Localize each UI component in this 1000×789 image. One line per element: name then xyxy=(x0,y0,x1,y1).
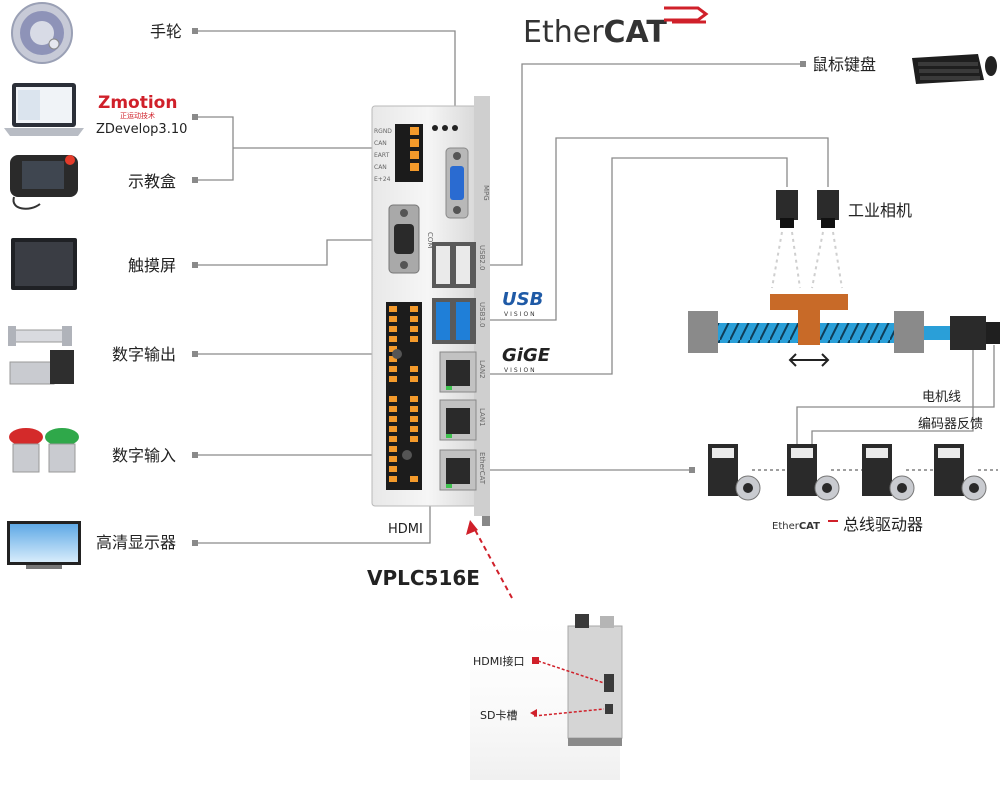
hdmi-label: HDMI xyxy=(388,522,423,537)
motor-cable-label: 电机线 xyxy=(922,390,961,405)
line-gige-camera xyxy=(478,157,788,375)
side-hdmi-port xyxy=(604,674,614,692)
servo-drive-1 xyxy=(708,444,761,501)
lan2-label: LAN2 xyxy=(478,360,486,379)
slider-motion-arrow xyxy=(788,353,830,367)
camera-field-of-view xyxy=(771,231,843,289)
line-encoder xyxy=(811,345,974,445)
servo-drive-4 xyxy=(934,444,987,501)
hdmi-port-marker xyxy=(532,657,539,664)
mpg-port xyxy=(445,147,469,219)
side-label-0: RGND xyxy=(374,128,392,135)
svg-text:EtherCAT: EtherCAT xyxy=(772,521,820,532)
encoder-feedback-label: 编码器反馈 xyxy=(918,417,983,432)
hdmi-port-label: HDMI接口 xyxy=(473,655,524,668)
industrial-camera-icon xyxy=(776,190,839,228)
usb-vision-sub: VISION xyxy=(504,311,537,318)
push-button-input-icon xyxy=(9,428,79,473)
status-led xyxy=(432,125,438,131)
mpg-port-label: MPG xyxy=(482,185,490,201)
side-label-3: CAN xyxy=(374,164,387,171)
hd-display-label: 高清显示器 xyxy=(96,533,176,552)
keyboard-icon xyxy=(912,54,984,84)
monitor-icon xyxy=(7,521,81,569)
controller-model: VPLC516E xyxy=(367,566,480,590)
line-touchscreen xyxy=(196,239,400,266)
gige-vision-logo: GiGE xyxy=(502,345,551,366)
usb30-label: USB3.0 xyxy=(478,302,486,328)
io-terminal-strip xyxy=(386,302,422,490)
connector-dots xyxy=(192,28,806,546)
ethercat-logo-prefix: Ether xyxy=(523,15,604,50)
side-sd-slot xyxy=(605,704,613,714)
bus-drive-label-group: EtherCAT 总线驱动器 xyxy=(772,515,923,534)
zdevelop-label: ZDevelop3.10 xyxy=(96,122,187,137)
usb20-label: USB2.0 xyxy=(478,245,486,271)
touchscreen-icon xyxy=(11,238,77,290)
controller-side-view xyxy=(470,600,623,780)
bus-drive-logo-b: CAT xyxy=(799,521,820,532)
com-port xyxy=(388,204,420,274)
usb30-port xyxy=(432,298,476,344)
svg-text:EtherCAT: EtherCAT xyxy=(523,15,667,50)
usb-vision-logo: USB xyxy=(502,289,543,310)
side-terminal-block xyxy=(395,124,423,182)
handwheel-label: 手轮 xyxy=(150,22,182,41)
laptop-icon xyxy=(4,83,84,136)
bus-drive-logo-a: Ether xyxy=(772,521,800,532)
side-label-4: E+24 xyxy=(374,176,391,183)
line-usb3-camera xyxy=(478,137,829,321)
handwheel-icon xyxy=(11,2,73,64)
status-led xyxy=(442,125,448,131)
digital-output-label: 数字输出 xyxy=(112,345,176,364)
status-led xyxy=(452,125,458,131)
line-zdevelop xyxy=(196,116,234,181)
sd-slot-label: SD卡槽 xyxy=(480,709,517,722)
side-label-2: EART xyxy=(374,152,390,159)
mouse-keyboard-label: 鼠标键盘 xyxy=(812,55,876,74)
pneumatic-output-icon xyxy=(8,326,74,385)
ethercat-port xyxy=(439,449,477,491)
sd-slot-marker xyxy=(530,709,537,717)
zmotion-logo-sub: 正运动技术 xyxy=(120,111,155,120)
side-label-1: CAN xyxy=(374,140,387,147)
usb20-port xyxy=(432,242,476,288)
red-dashed-arrow xyxy=(466,520,513,599)
controller-body: RGND CAN EART CAN E+24 MPG COM xyxy=(371,96,490,526)
linear-stage xyxy=(688,294,1000,353)
mouse-icon xyxy=(985,56,997,76)
industrial-camera-label: 工业相机 xyxy=(848,201,912,220)
servo-drive-3 xyxy=(862,444,915,501)
servo-drive-2 xyxy=(787,444,840,501)
ethercat-logo: EtherCAT xyxy=(523,6,709,50)
gige-vision-sub: VISION xyxy=(504,367,537,374)
line-mouse-keyboard xyxy=(478,63,802,266)
teach-pendant-icon xyxy=(10,155,78,210)
lan2-port xyxy=(439,351,477,393)
ethercat-logo-suffix: CAT xyxy=(604,15,668,50)
zmotion-logo: Zmotion xyxy=(98,93,177,113)
ethercat-port-label: EtherCAT xyxy=(478,452,486,485)
bus-drive-label: 总线驱动器 xyxy=(843,515,923,534)
teach-pendant-label: 示教盒 xyxy=(128,172,176,191)
com-port-label: COM xyxy=(426,232,434,248)
lan1-port xyxy=(439,399,477,441)
touchscreen-label: 触摸屏 xyxy=(128,256,176,275)
line-motor-cable xyxy=(796,345,995,445)
digital-input-label: 数字输入 xyxy=(112,446,176,465)
side-view-pointers xyxy=(533,660,605,717)
servo-drive-chain xyxy=(708,444,998,501)
lan1-label: LAN1 xyxy=(478,408,486,427)
